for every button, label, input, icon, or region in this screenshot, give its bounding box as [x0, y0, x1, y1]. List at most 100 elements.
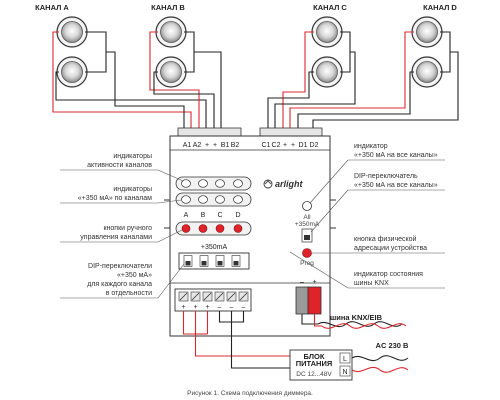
dip-switch-c[interactable] — [215, 255, 225, 267]
letter-c: C — [217, 212, 222, 219]
activity-indicators — [175, 176, 252, 191]
bottom-term-minus: – — [230, 304, 234, 311]
terminal-b1: B1 — [221, 142, 230, 149]
callout-prog-2: адресации устройства — [354, 244, 427, 252]
psu-title-1: БЛОК — [304, 352, 325, 361]
dip-switch-all[interactable] — [301, 228, 313, 243]
knx-plus-label: + — [312, 279, 316, 286]
button-channel-a[interactable] — [181, 224, 191, 233]
psu-n: N — [342, 369, 347, 376]
callout-dip-1: DIP-переключатели — [88, 263, 152, 270]
lamp-wires — [52, 31, 459, 132]
terminal-c2: C2 — [272, 142, 281, 149]
dip-ma-label: +350mA — [201, 244, 228, 251]
screw-icon — [238, 291, 249, 302]
psu-voltage: DC 12...48V — [296, 371, 332, 378]
ac-wires — [351, 355, 409, 373]
callout-all-dip-1: DIP-переключатель — [354, 173, 418, 180]
screw-icon — [178, 291, 189, 302]
led-ma-d — [233, 195, 243, 204]
channel-c-label: КАНАЛ C — [313, 3, 347, 12]
ac-label: AC 230 В — [376, 341, 410, 350]
callout-all-ind-1: индикатор — [354, 143, 388, 150]
led-activity-d — [233, 179, 243, 188]
lamp-icon — [311, 56, 343, 88]
top-terminal-labels: A1 A2 + + B1 B2 C1 C2 + + D1 D2 — [183, 142, 319, 149]
all-ma-label: +350mA — [295, 221, 320, 228]
screw-icon — [190, 291, 201, 302]
dip-switch-a[interactable] — [183, 255, 193, 267]
letter-a: A — [184, 212, 189, 219]
prog-button[interactable] — [302, 248, 312, 258]
callout-buttons-1: кнопки ручного — [103, 225, 152, 232]
callout-prog-1: кнопка физической — [354, 235, 417, 243]
terminal-plus: + — [283, 142, 287, 149]
dip-switch-b[interactable] — [199, 255, 209, 267]
lamp-icon — [155, 16, 187, 48]
callout-activity-2: активности каналов — [87, 162, 152, 169]
terminal-d2: D2 — [310, 142, 319, 149]
terminal-plus: + — [205, 142, 209, 149]
bottom-terminals: + + + – – – — [174, 288, 252, 312]
led-ma-c — [215, 195, 225, 204]
callout-all-ind-2: «+350 мА на все каналы» — [354, 152, 438, 159]
manual-buttons — [175, 221, 252, 236]
callout-activity-1: индикаторы — [113, 153, 152, 160]
all-label: All — [303, 214, 311, 221]
screw-icon — [226, 291, 237, 302]
knx-minus-label: – — [300, 279, 304, 286]
button-channel-c[interactable] — [215, 224, 225, 233]
screw-icon — [214, 291, 225, 302]
terminal-a1: A1 — [183, 142, 192, 149]
brand-text: arlight — [275, 179, 304, 189]
channel-b-label: КАНАЛ B — [151, 3, 185, 12]
brand-logo: arlight — [263, 179, 304, 189]
led-ma-b — [198, 195, 208, 204]
terminal-a2: A2 — [193, 142, 202, 149]
callout-ma-2: «+350 мА» по каналам — [78, 195, 152, 202]
button-channel-d[interactable] — [233, 224, 243, 233]
led-activity-c — [215, 179, 225, 188]
right-callouts: индикатор «+350 мА на все каналы» DIP-пе… — [289, 143, 445, 289]
bottom-term-plus: + — [193, 304, 197, 311]
lamp-icon — [155, 56, 187, 88]
lamp-group-a: КАНАЛ A — [35, 3, 88, 88]
channel-d-label: КАНАЛ D — [423, 3, 457, 12]
lamp-group-d: КАНАЛ D — [411, 3, 457, 88]
bottom-term-minus: – — [218, 304, 222, 311]
callout-dip-2: «+350 мА» — [117, 272, 152, 279]
bottom-term-plus: + — [181, 304, 185, 311]
letter-b: B — [201, 212, 206, 219]
bus-label: шина KNX/EIB — [330, 313, 383, 322]
button-channel-b[interactable] — [198, 224, 208, 233]
ma-indicators — [175, 192, 252, 207]
dip-switch-d[interactable] — [231, 255, 241, 267]
channel-letters: A B C D — [184, 212, 241, 219]
callout-dip-4: в отдельности — [106, 290, 152, 297]
led-activity-a — [181, 179, 191, 188]
lamp-icon — [411, 56, 443, 88]
terminal-plus: + — [213, 142, 217, 149]
figure-caption: Рисунок 1. Схема подключения диммера. — [187, 390, 313, 397]
callout-ma-1: индикаторы — [113, 186, 152, 193]
bottom-term-plus: + — [205, 304, 209, 311]
terminal-plus: + — [291, 142, 295, 149]
dip-switches-channels — [178, 252, 250, 270]
terminal-c1: C1 — [262, 142, 271, 149]
lamp-group-c: КАНАЛ C — [311, 3, 347, 88]
lamp-icon — [411, 16, 443, 48]
knx-connector: – + — [295, 279, 322, 315]
knx-bus-wires — [301, 314, 407, 329]
power-supply: БЛОК ПИТАНИЯ DC 12...48V L N — [289, 349, 353, 381]
psu-l: L — [343, 356, 347, 363]
led-ma-a — [181, 195, 191, 204]
callout-knx-1: индикатор состояния — [354, 271, 423, 278]
bottom-term-minus: – — [242, 304, 246, 311]
lamp-icon — [56, 56, 88, 88]
callout-knx-2: шины KNX — [354, 280, 389, 287]
left-callouts: индикаторы активности каналов индикаторы… — [60, 153, 185, 299]
lamp-icon — [311, 16, 343, 48]
lamp-icon — [56, 16, 88, 48]
terminal-b2: B2 — [231, 142, 240, 149]
